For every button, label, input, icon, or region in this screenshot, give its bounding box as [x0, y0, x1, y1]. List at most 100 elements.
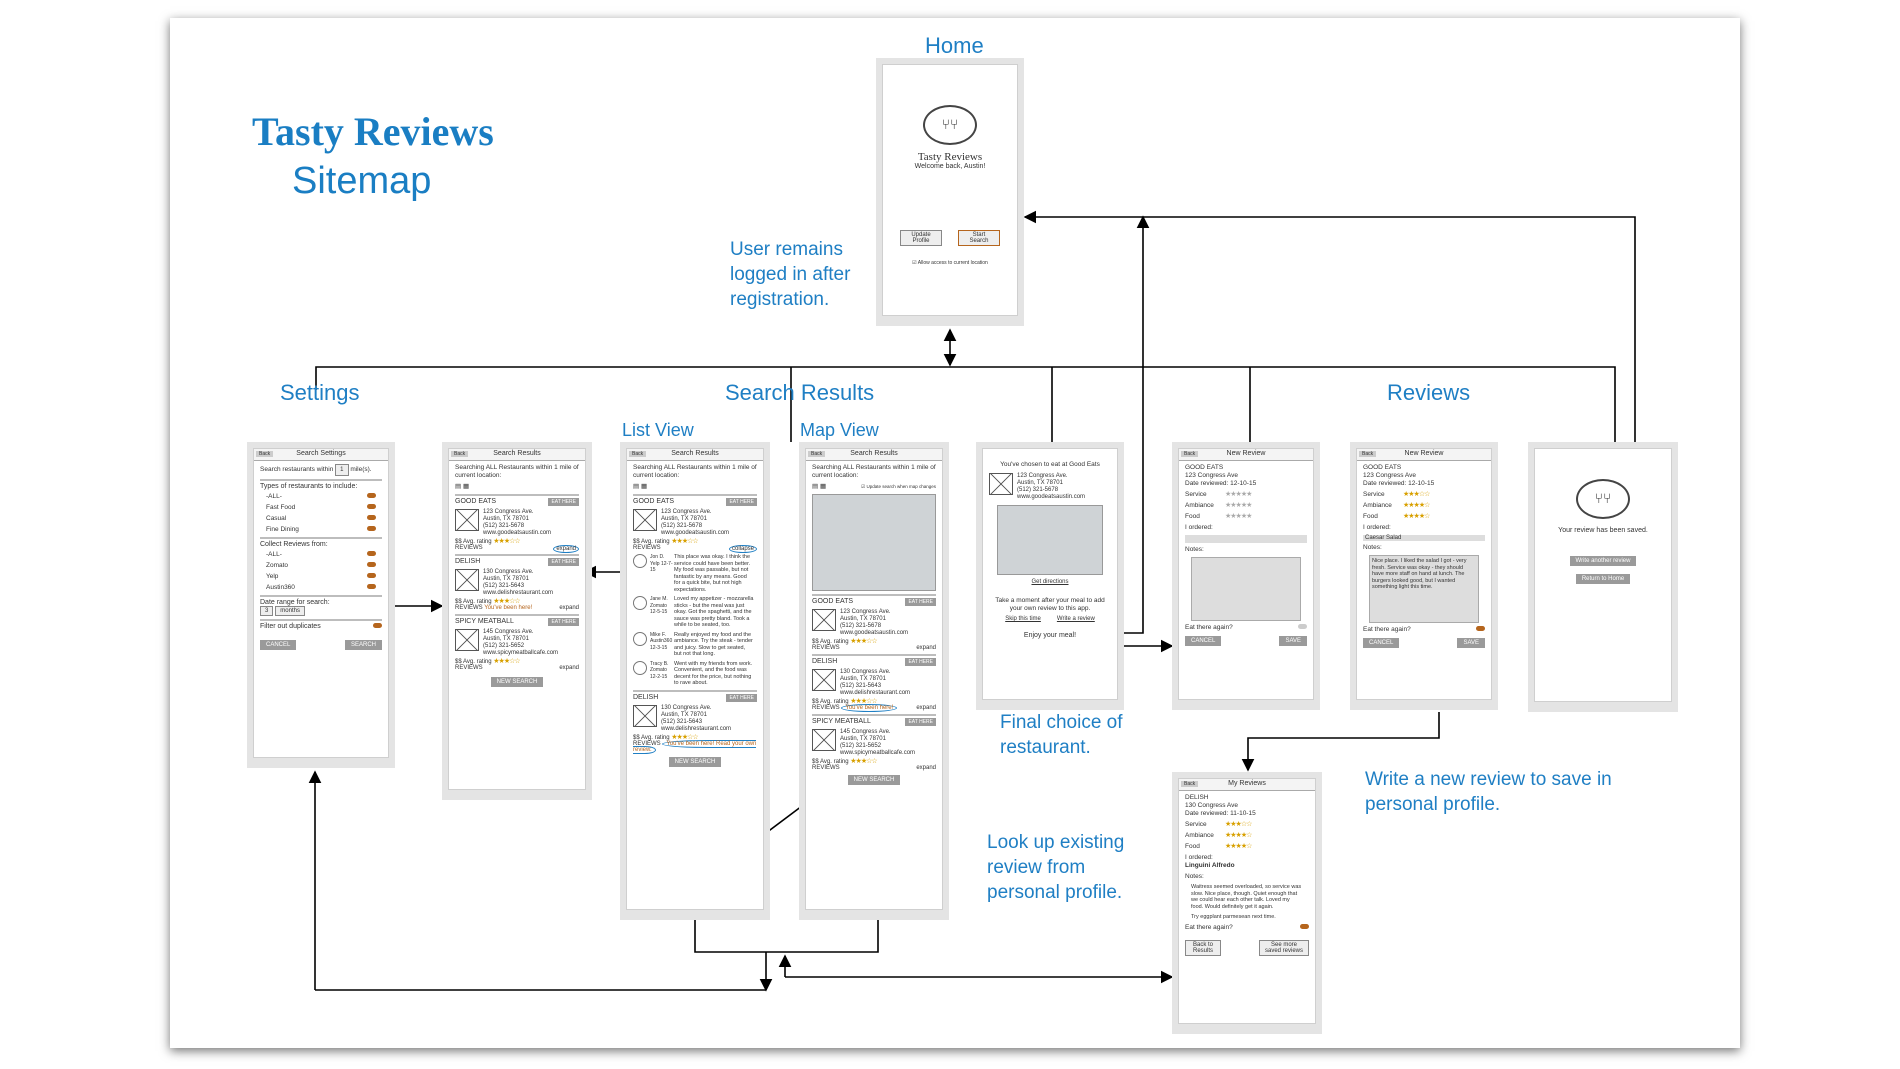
- review-item: Mike F. Austin360 12-3-15Really enjoyed …: [633, 631, 757, 658]
- eat-here-button[interactable]: EAT HERE: [548, 498, 579, 506]
- note-logged-in: User remains logged in after registratio…: [730, 239, 851, 310]
- back-button[interactable]: Back: [1181, 781, 1199, 787]
- image-placeholder-icon: [633, 704, 657, 727]
- skip-link[interactable]: Skip this time: [1005, 616, 1041, 622]
- label-reviews: Reviews: [1387, 380, 1471, 405]
- location-checkbox[interactable]: ☑: [912, 260, 917, 266]
- back-button[interactable]: Back: [1181, 451, 1199, 457]
- start-search-button[interactable]: Start Search: [957, 230, 1000, 246]
- back-button[interactable]: Back: [629, 451, 647, 457]
- back-button[interactable]: Back: [451, 451, 469, 457]
- type-item: Fast Food: [266, 504, 376, 512]
- date-label: Date range for search:: [260, 599, 330, 606]
- save-button[interactable]: SAVE: [1279, 636, 1307, 646]
- image-placeholder-icon: [455, 569, 479, 591]
- eat-here-button[interactable]: EAT HERE: [905, 598, 936, 606]
- list-view-icon[interactable]: ▤: [455, 483, 462, 490]
- see-more-button[interactable]: See more saved reviews: [1259, 940, 1309, 956]
- toggle[interactable]: [367, 551, 376, 556]
- save-button[interactable]: SAVE: [1457, 638, 1485, 648]
- cancel-button[interactable]: CANCEL: [1363, 638, 1400, 648]
- eat-again-toggle[interactable]: [1300, 924, 1309, 929]
- map-view-icon[interactable]: ▦: [640, 483, 648, 490]
- image-placeholder-icon: [812, 729, 836, 751]
- expand-link[interactable]: expand: [559, 665, 579, 671]
- list-view-icon[interactable]: ▤: [633, 483, 640, 490]
- cancel-button[interactable]: CANCEL: [260, 640, 297, 650]
- chosen-text: You've chosen to eat at Good Eats: [1000, 461, 1100, 468]
- fork-knife-logo-icon: ⑂⑂: [1576, 479, 1630, 519]
- rating-row: Ambiance★★★★★: [1185, 502, 1252, 509]
- ordered-input[interactable]: [1185, 535, 1307, 543]
- new-search-button[interactable]: NEW SEARCH: [847, 775, 901, 785]
- source-item: -ALL-: [266, 551, 376, 559]
- new-search-button[interactable]: NEW SEARCH: [490, 677, 544, 687]
- map-view-icon[interactable]: ▦: [462, 483, 470, 490]
- avatar-icon: [633, 660, 647, 675]
- within-select[interactable]: 1: [335, 464, 349, 476]
- sitemap-subtitle: Sitemap: [292, 160, 432, 202]
- notes-textarea[interactable]: Nice place. I liked the salad I got - ve…: [1369, 555, 1479, 623]
- expand-link[interactable]: expand: [916, 645, 936, 651]
- cancel-button[interactable]: CANCEL: [1185, 636, 1222, 646]
- eat-here-button[interactable]: EAT HERE: [548, 558, 579, 566]
- toggle[interactable]: [367, 515, 376, 520]
- map-image[interactable]: [812, 494, 936, 591]
- collapse-link[interactable]: collapse: [728, 545, 757, 553]
- read-own-review-link[interactable]: You've been here! Read your own review.: [633, 739, 757, 754]
- filter-toggle[interactable]: [373, 623, 382, 628]
- expand-link[interactable]: expand: [916, 765, 936, 771]
- write-another-button[interactable]: Write another review: [1569, 556, 1637, 566]
- date-unit-select[interactable]: months: [275, 606, 305, 616]
- searching-text: Searching ALL Restaurants within 1 mile …: [455, 464, 579, 479]
- return-home-button[interactable]: Return to Home: [1575, 574, 1631, 584]
- map-image[interactable]: [997, 505, 1103, 575]
- eat-here-button[interactable]: EAT HERE: [905, 658, 936, 666]
- toggle[interactable]: [367, 573, 376, 578]
- expand-link[interactable]: expand: [559, 605, 579, 611]
- new-search-button[interactable]: NEW SEARCH: [668, 756, 722, 767]
- list-view-icon[interactable]: ▤: [812, 483, 819, 490]
- update-profile-button[interactable]: Update Profile: [900, 230, 943, 246]
- back-to-results-button[interactable]: Back to Results: [1185, 940, 1221, 956]
- home-welcome: Welcome back, Austin!: [914, 163, 986, 170]
- source-item: Zomato: [266, 562, 376, 570]
- back-button[interactable]: Back: [256, 451, 274, 457]
- within-unit: mile(s).: [350, 466, 372, 473]
- toggle[interactable]: [367, 504, 376, 509]
- eat-here-button[interactable]: EAT HERE: [548, 618, 579, 626]
- expand-link[interactable]: expand: [553, 545, 579, 553]
- date-select[interactable]: 3: [260, 606, 274, 616]
- read-own-review-link[interactable]: You've been here!: [841, 704, 898, 712]
- back-button[interactable]: Back: [1359, 451, 1377, 457]
- map-update-checkbox[interactable]: ☑: [861, 484, 866, 489]
- write-review-link[interactable]: Write a review: [1056, 616, 1095, 622]
- search-button[interactable]: SEARCH: [344, 640, 382, 650]
- eat-again-toggle[interactable]: [1298, 624, 1307, 629]
- eat-here-button[interactable]: EAT HERE: [905, 718, 936, 726]
- rating-row: Ambiance★★★★☆: [1363, 502, 1430, 509]
- eat-here-button[interactable]: EAT HERE: [726, 498, 757, 506]
- eat-here-button[interactable]: EAT HERE: [726, 693, 757, 702]
- chosen-screen: You've chosen to eat at Good Eats 123 Co…: [976, 442, 1124, 710]
- back-button[interactable]: Back: [808, 451, 826, 457]
- toggle[interactable]: [367, 562, 376, 567]
- review-prompt: Take a moment after your meal to add you…: [995, 597, 1105, 612]
- ordered-input[interactable]: Caesar Salad: [1363, 535, 1485, 541]
- toggle[interactable]: [367, 584, 376, 589]
- get-directions-link[interactable]: Get directions: [1031, 579, 1069, 585]
- rating-row: Food★★★★☆: [1185, 843, 1252, 850]
- notes-textarea[interactable]: [1191, 557, 1301, 621]
- toggle[interactable]: [367, 493, 376, 498]
- eat-again-toggle[interactable]: [1476, 626, 1485, 631]
- map-view-icon[interactable]: ▦: [819, 483, 827, 490]
- expand-link[interactable]: expand: [916, 705, 936, 711]
- toggle[interactable]: [367, 526, 376, 531]
